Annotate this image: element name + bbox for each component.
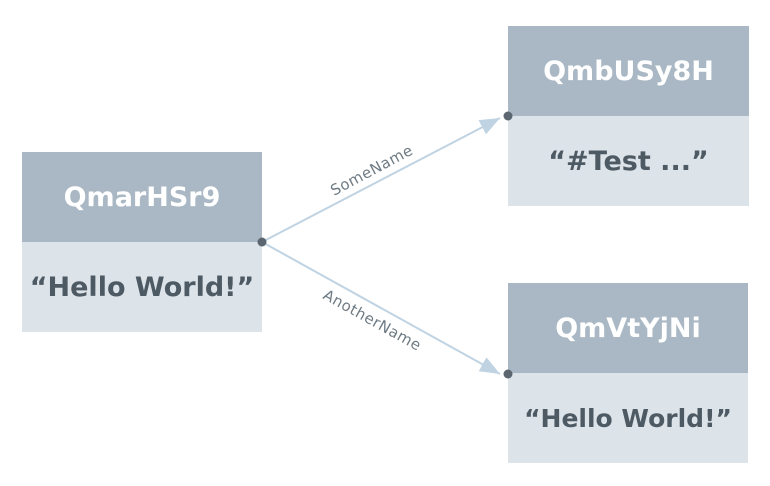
edge-label-top: SomeName	[327, 141, 416, 200]
edge-label-bottom: AnotherName	[320, 286, 424, 355]
node-bottom-content: “Hello World!”	[508, 373, 748, 463]
node-root-content: “Hello World!”	[22, 242, 262, 332]
node-top: QmbUSy8H “#Test ...”	[508, 26, 749, 206]
node-root-hash: QmarHSr9	[22, 152, 262, 242]
edge-line-top	[261, 117, 501, 243]
node-top-content: “#Test ...”	[508, 116, 749, 206]
edge-line-bottom	[261, 241, 501, 375]
node-root: QmarHSr9 “Hello World!”	[22, 152, 262, 332]
node-bottom-hash: QmVtYjNi	[508, 283, 748, 373]
node-bottom: QmVtYjNi “Hello World!”	[508, 283, 748, 463]
node-top-hash: QmbUSy8H	[508, 26, 749, 116]
